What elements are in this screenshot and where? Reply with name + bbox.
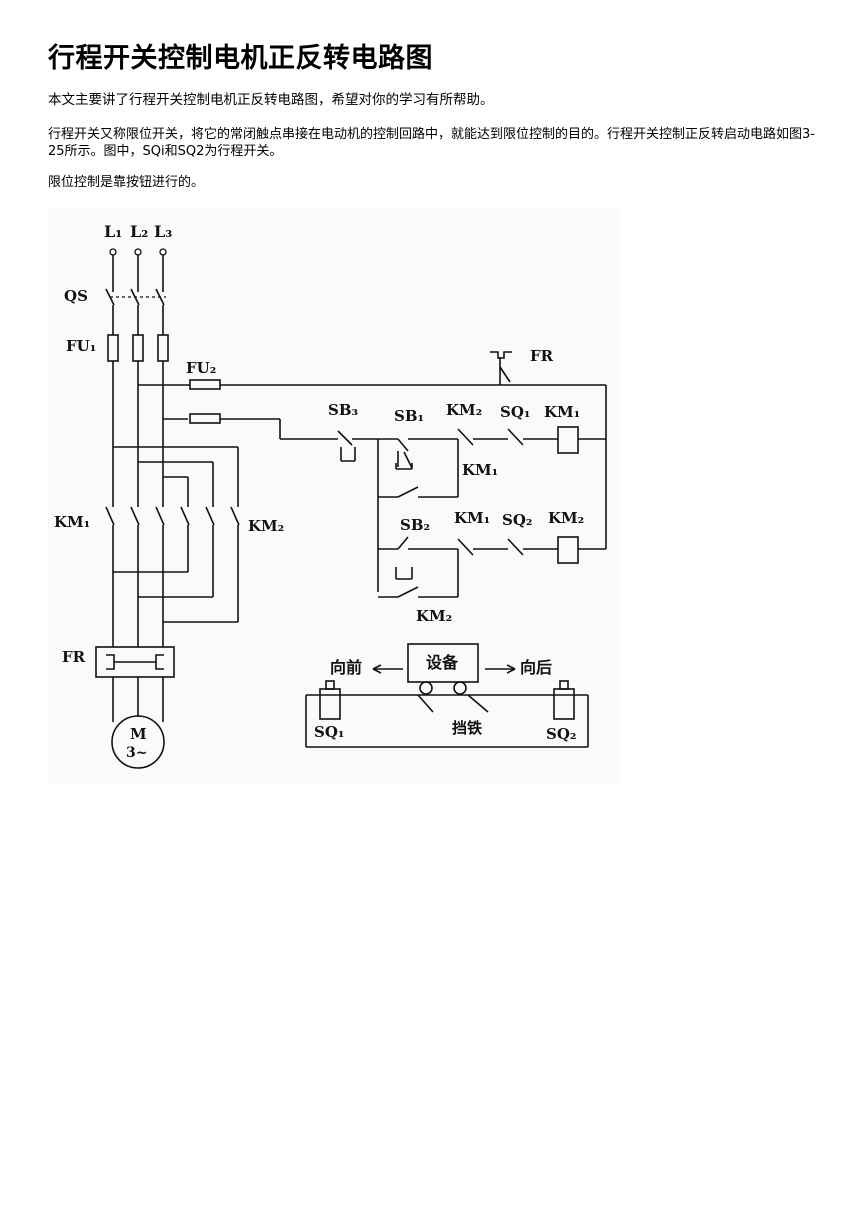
label-KM1-main: KM₁ <box>54 513 90 531</box>
label-SQ2-contact: SQ₂ <box>502 511 532 529</box>
label-stopper: 挡铁 <box>452 719 482 737</box>
label-QS: QS <box>64 287 88 305</box>
limit-control-note: 限位控制是靠按钮进行的。 <box>48 175 205 190</box>
label-SB2: SB₂ <box>400 516 430 534</box>
label-FR-contact: FR <box>530 347 554 365</box>
label-SQ2-switch: SQ₂ <box>546 725 576 743</box>
label-FU1: FU₁ <box>66 337 96 355</box>
label-KM1-contact-mid: KM₁ <box>454 509 490 527</box>
label-motor: M <box>130 725 147 743</box>
circuit-diagram: L₁ L₂ L₃ QS FU₁ FU₂ FR SB₃ SB₁ KM₂ SQ₁ K… <box>54 222 607 769</box>
label-L2: L₂ <box>130 222 148 241</box>
label-forward: 向前 <box>330 658 362 677</box>
label-KM2-contact-top: KM₂ <box>446 401 482 419</box>
label-backward: 向后 <box>520 658 552 677</box>
circuit-diagram-figure: L₁ L₂ L₃ QS FU₁ FU₂ FR SB₃ SB₁ KM₂ SQ₁ K… <box>48 207 620 785</box>
label-KM1-coil: KM₁ <box>544 403 580 421</box>
article-intro: 本文主要讲了行程开关控制电机正反转电路图，希望对你的学习有所帮助。 <box>48 92 494 108</box>
article-title: 行程开关控制电机正反转电路图 <box>48 43 433 74</box>
control-circuit <box>188 351 607 598</box>
label-SQ1-switch: SQ₁ <box>314 723 344 741</box>
power-circuit <box>95 248 240 769</box>
label-SQ1-contact: SQ₁ <box>500 403 530 421</box>
label-L1: L₁ <box>104 222 122 241</box>
label-L3: L₃ <box>154 222 172 241</box>
label-KM2-coil: KM₂ <box>548 509 584 527</box>
label-FU2: FU₂ <box>186 359 216 377</box>
article-body-paragraph: 行程开关又称限位开关，将它的常闭触点串接在电动机的控制回路中，就能达到限位控制的… <box>48 127 815 159</box>
travel-mechanism <box>305 643 589 748</box>
label-equipment: 设备 <box>426 653 459 672</box>
label-motor-phase: 3~ <box>126 745 147 761</box>
label-KM1-aux: KM₁ <box>462 461 498 479</box>
label-SB3: SB₃ <box>328 401 358 419</box>
label-KM2-aux: KM₂ <box>416 607 452 625</box>
label-KM2-main: KM₂ <box>248 517 284 535</box>
label-SB1: SB₁ <box>394 407 424 425</box>
diagram-labels: L₁ L₂ L₃ QS FU₁ FU₂ FR SB₃ SB₁ KM₂ SQ₁ K… <box>54 222 584 761</box>
label-FR-relay: FR <box>62 648 86 666</box>
